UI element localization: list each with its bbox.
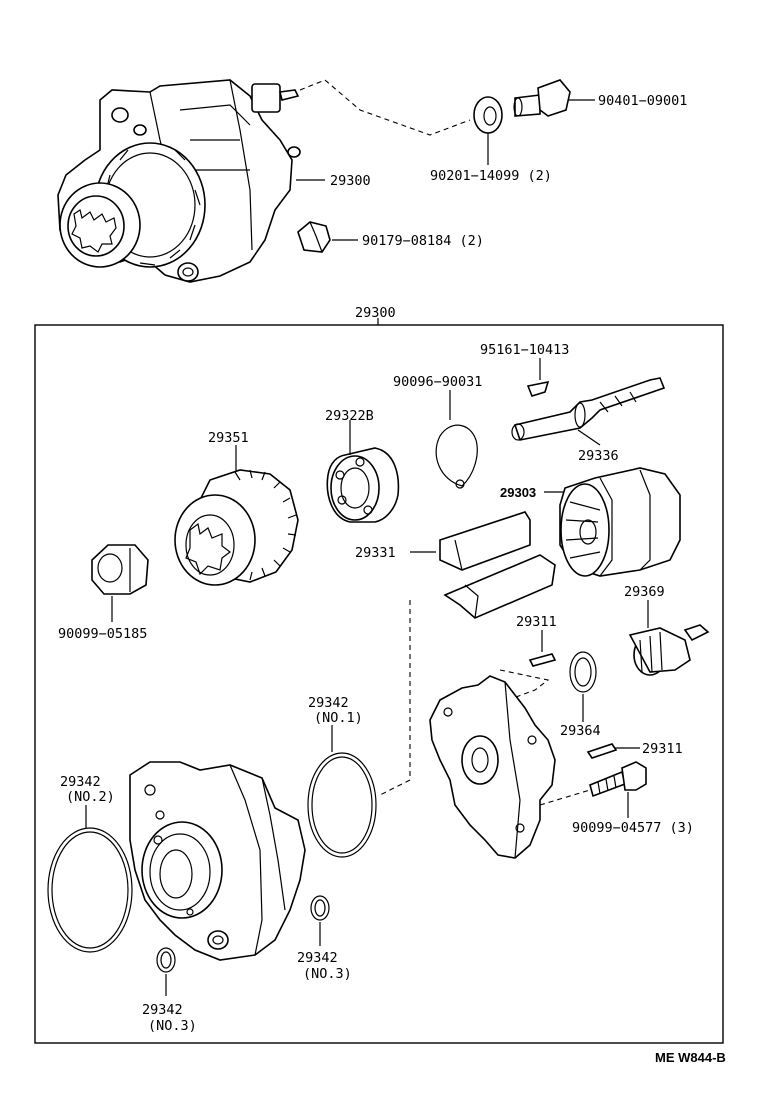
label-29342-no3-b: 29342 <box>142 1002 183 1018</box>
label-29342-no1-sub: (NO.1) <box>314 710 363 726</box>
label-90099-05185: 90099−05185 <box>58 626 147 642</box>
label-90096: 90096−90031 <box>393 374 482 390</box>
pin-29311-b-icon <box>586 743 618 759</box>
nut-90099-05185-icon <box>91 544 149 595</box>
rotor-29303-icon <box>559 467 681 577</box>
label-29342-no2-sub: (NO.2) <box>66 789 115 805</box>
label-29322b: 29322B <box>325 408 374 424</box>
label-29311-a: 29311 <box>516 614 557 630</box>
label-29331: 29331 <box>355 545 396 561</box>
label-29300-top: 29300 <box>330 173 371 189</box>
gear-29351-icon <box>174 469 299 586</box>
exploded-view-frame <box>34 324 724 1044</box>
label-90401: 90401−09001 <box>598 93 687 109</box>
label-29303: 29303 <box>500 485 536 500</box>
oring-29342-no3-b-icon <box>156 947 176 973</box>
label-29342-no3-a-sub: (NO.3) <box>303 966 352 982</box>
union-bolt-90401-icon <box>513 79 571 117</box>
label-90099-04577: 90099−04577 (3) <box>572 820 694 836</box>
snap-ring-90096-icon <box>435 424 478 489</box>
label-29342-no3-b-sub: (NO.3) <box>148 1018 197 1034</box>
label-29342-no2: 29342 <box>60 774 101 790</box>
label-29300-box: 29300 <box>355 305 396 321</box>
bearing-29322b-icon <box>326 447 400 523</box>
label-29342-no1: 29342 <box>308 695 349 711</box>
washer-90201-icon <box>473 96 503 134</box>
oring-29342-no3-a-icon <box>310 895 330 921</box>
check-valve-29369-icon <box>628 624 710 676</box>
end-plate-icon <box>429 675 556 859</box>
label-29311-b: 29311 <box>642 741 683 757</box>
pin-29311-a-icon <box>528 653 557 667</box>
label-90179: 90179−08184 (2) <box>362 233 484 249</box>
bolt-90179-icon <box>297 221 331 253</box>
label-29336: 29336 <box>578 448 619 464</box>
oring-29364-icon <box>569 651 597 693</box>
label-29364: 29364 <box>560 723 601 739</box>
shaft-29336-icon <box>511 377 666 441</box>
label-29342-no3-a: 29342 <box>297 950 338 966</box>
label-95161: 95161−10413 <box>480 342 569 358</box>
vane-29331-icon <box>439 511 556 619</box>
oring-29342-no1-icon <box>307 752 377 858</box>
pin-95161-icon <box>526 380 550 397</box>
diagram-code: ME W844-B <box>655 1050 726 1065</box>
label-29351: 29351 <box>208 430 249 446</box>
label-90201: 90201−14099 (2) <box>430 168 552 184</box>
vacuum-pump-assembly <box>57 79 301 283</box>
oring-29342-no2-icon <box>47 827 133 953</box>
bolt-90099-04577-icon <box>589 761 647 798</box>
pump-housing-icon <box>129 761 306 961</box>
label-29369: 29369 <box>624 584 665 600</box>
